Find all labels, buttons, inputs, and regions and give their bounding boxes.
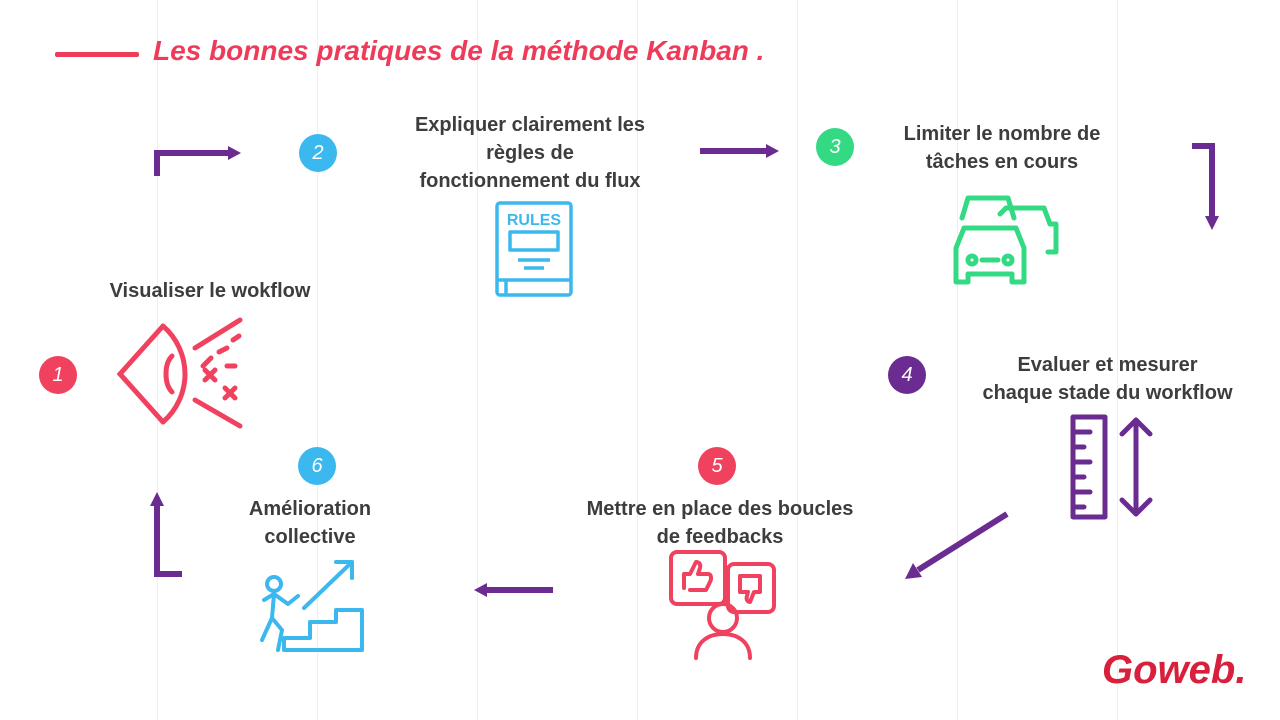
gridline — [797, 0, 798, 720]
flow-arrow-1-to-2 — [154, 146, 241, 176]
gridline — [637, 0, 638, 720]
stairs-progress-icon — [260, 560, 364, 652]
cars-icon — [953, 195, 1059, 285]
step-6-badge: 6 — [298, 447, 336, 485]
gridline — [957, 0, 958, 720]
title-accent-bar — [55, 52, 139, 57]
step-1-badge: 1 — [39, 356, 77, 394]
gridline — [477, 0, 478, 720]
page-title: Les bonnes pratiques de la méthode Kanba… — [153, 35, 765, 66]
svg-text:RULES: RULES — [507, 212, 562, 229]
feedback-icon — [669, 550, 776, 660]
goweb-logo: Goweb. — [1102, 648, 1247, 692]
step-4-badge: 4 — [888, 356, 926, 394]
ruler-icon — [1070, 414, 1153, 520]
rules-book-icon: RULES — [495, 201, 573, 297]
step-2-badge: 2 — [299, 134, 337, 172]
step-3-badge: 3 — [816, 128, 854, 166]
flow-arrow-5-to-6 — [474, 583, 553, 597]
flow-arrow-3-to-4 — [1192, 143, 1219, 230]
flow-arrow-6-to-1 — [150, 492, 182, 577]
gridline — [1117, 0, 1118, 720]
gridline — [317, 0, 318, 720]
step-1-label: Visualiser le wokflow — [109, 280, 311, 302]
flow-arrow-2-to-3 — [700, 144, 779, 158]
eye-icon — [116, 317, 243, 429]
step-5-badge: 5 — [698, 447, 736, 485]
flow-arrow-4-to-5 — [905, 511, 1009, 579]
gridline — [157, 0, 158, 720]
